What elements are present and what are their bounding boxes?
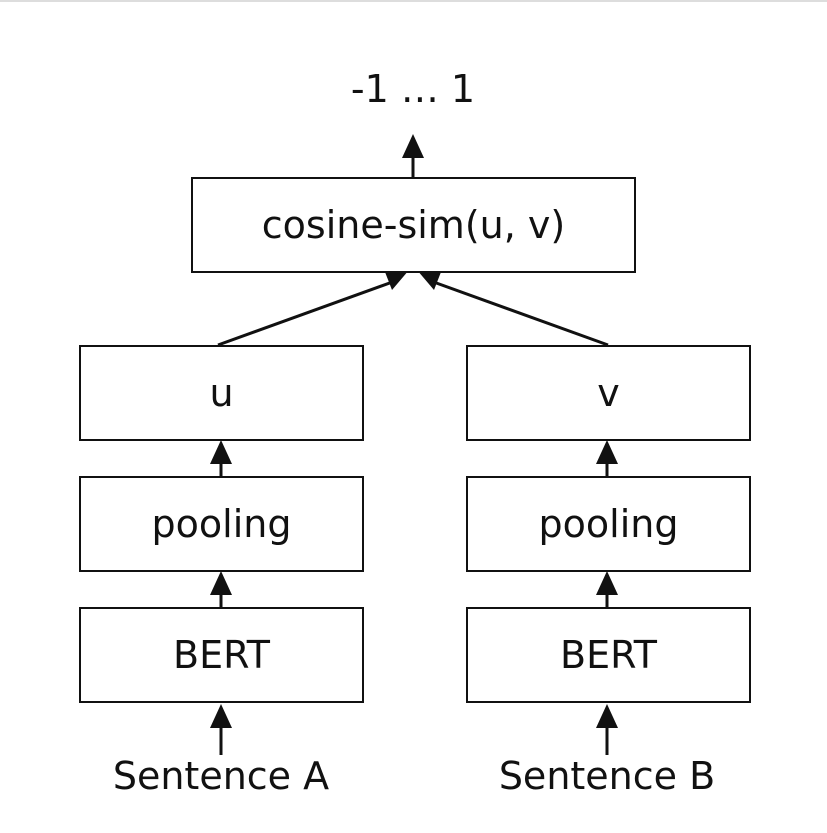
cosine-similarity-box: cosine-sim(u, v) xyxy=(191,177,636,273)
right-pooling-box: pooling xyxy=(466,476,751,572)
sentence-a-label: Sentence A xyxy=(112,754,330,798)
u-embedding-label: u xyxy=(209,371,234,415)
left-bert-to-pooling-arrow xyxy=(210,571,232,607)
right-bert-label: BERT xyxy=(560,633,657,677)
u-embedding-box: u xyxy=(79,345,364,441)
output-range-label: -1 … 1 xyxy=(350,67,476,111)
right-input-to-bert-arrow xyxy=(596,704,618,755)
left-pooling-box: pooling xyxy=(79,476,364,572)
v-to-cosine-arrow xyxy=(417,270,609,347)
sentence-b-label: Sentence B xyxy=(498,754,716,798)
left-input-to-bert-arrow xyxy=(210,704,232,755)
left-pooling-label: pooling xyxy=(151,502,292,546)
top-border xyxy=(0,0,827,2)
right-pooling-to-v-arrow xyxy=(596,440,618,476)
cosine-similarity-label: cosine-sim(u, v) xyxy=(261,203,566,247)
v-embedding-box: v xyxy=(466,345,751,441)
right-bert-box: BERT xyxy=(466,607,751,703)
left-bert-box: BERT xyxy=(79,607,364,703)
output-arrow xyxy=(402,134,424,178)
u-to-cosine-arrow xyxy=(217,270,409,347)
v-embedding-label: v xyxy=(597,371,620,415)
right-bert-to-pooling-arrow xyxy=(596,571,618,607)
left-bert-label: BERT xyxy=(173,633,270,677)
left-pooling-to-u-arrow xyxy=(210,440,232,476)
right-pooling-label: pooling xyxy=(538,502,679,546)
